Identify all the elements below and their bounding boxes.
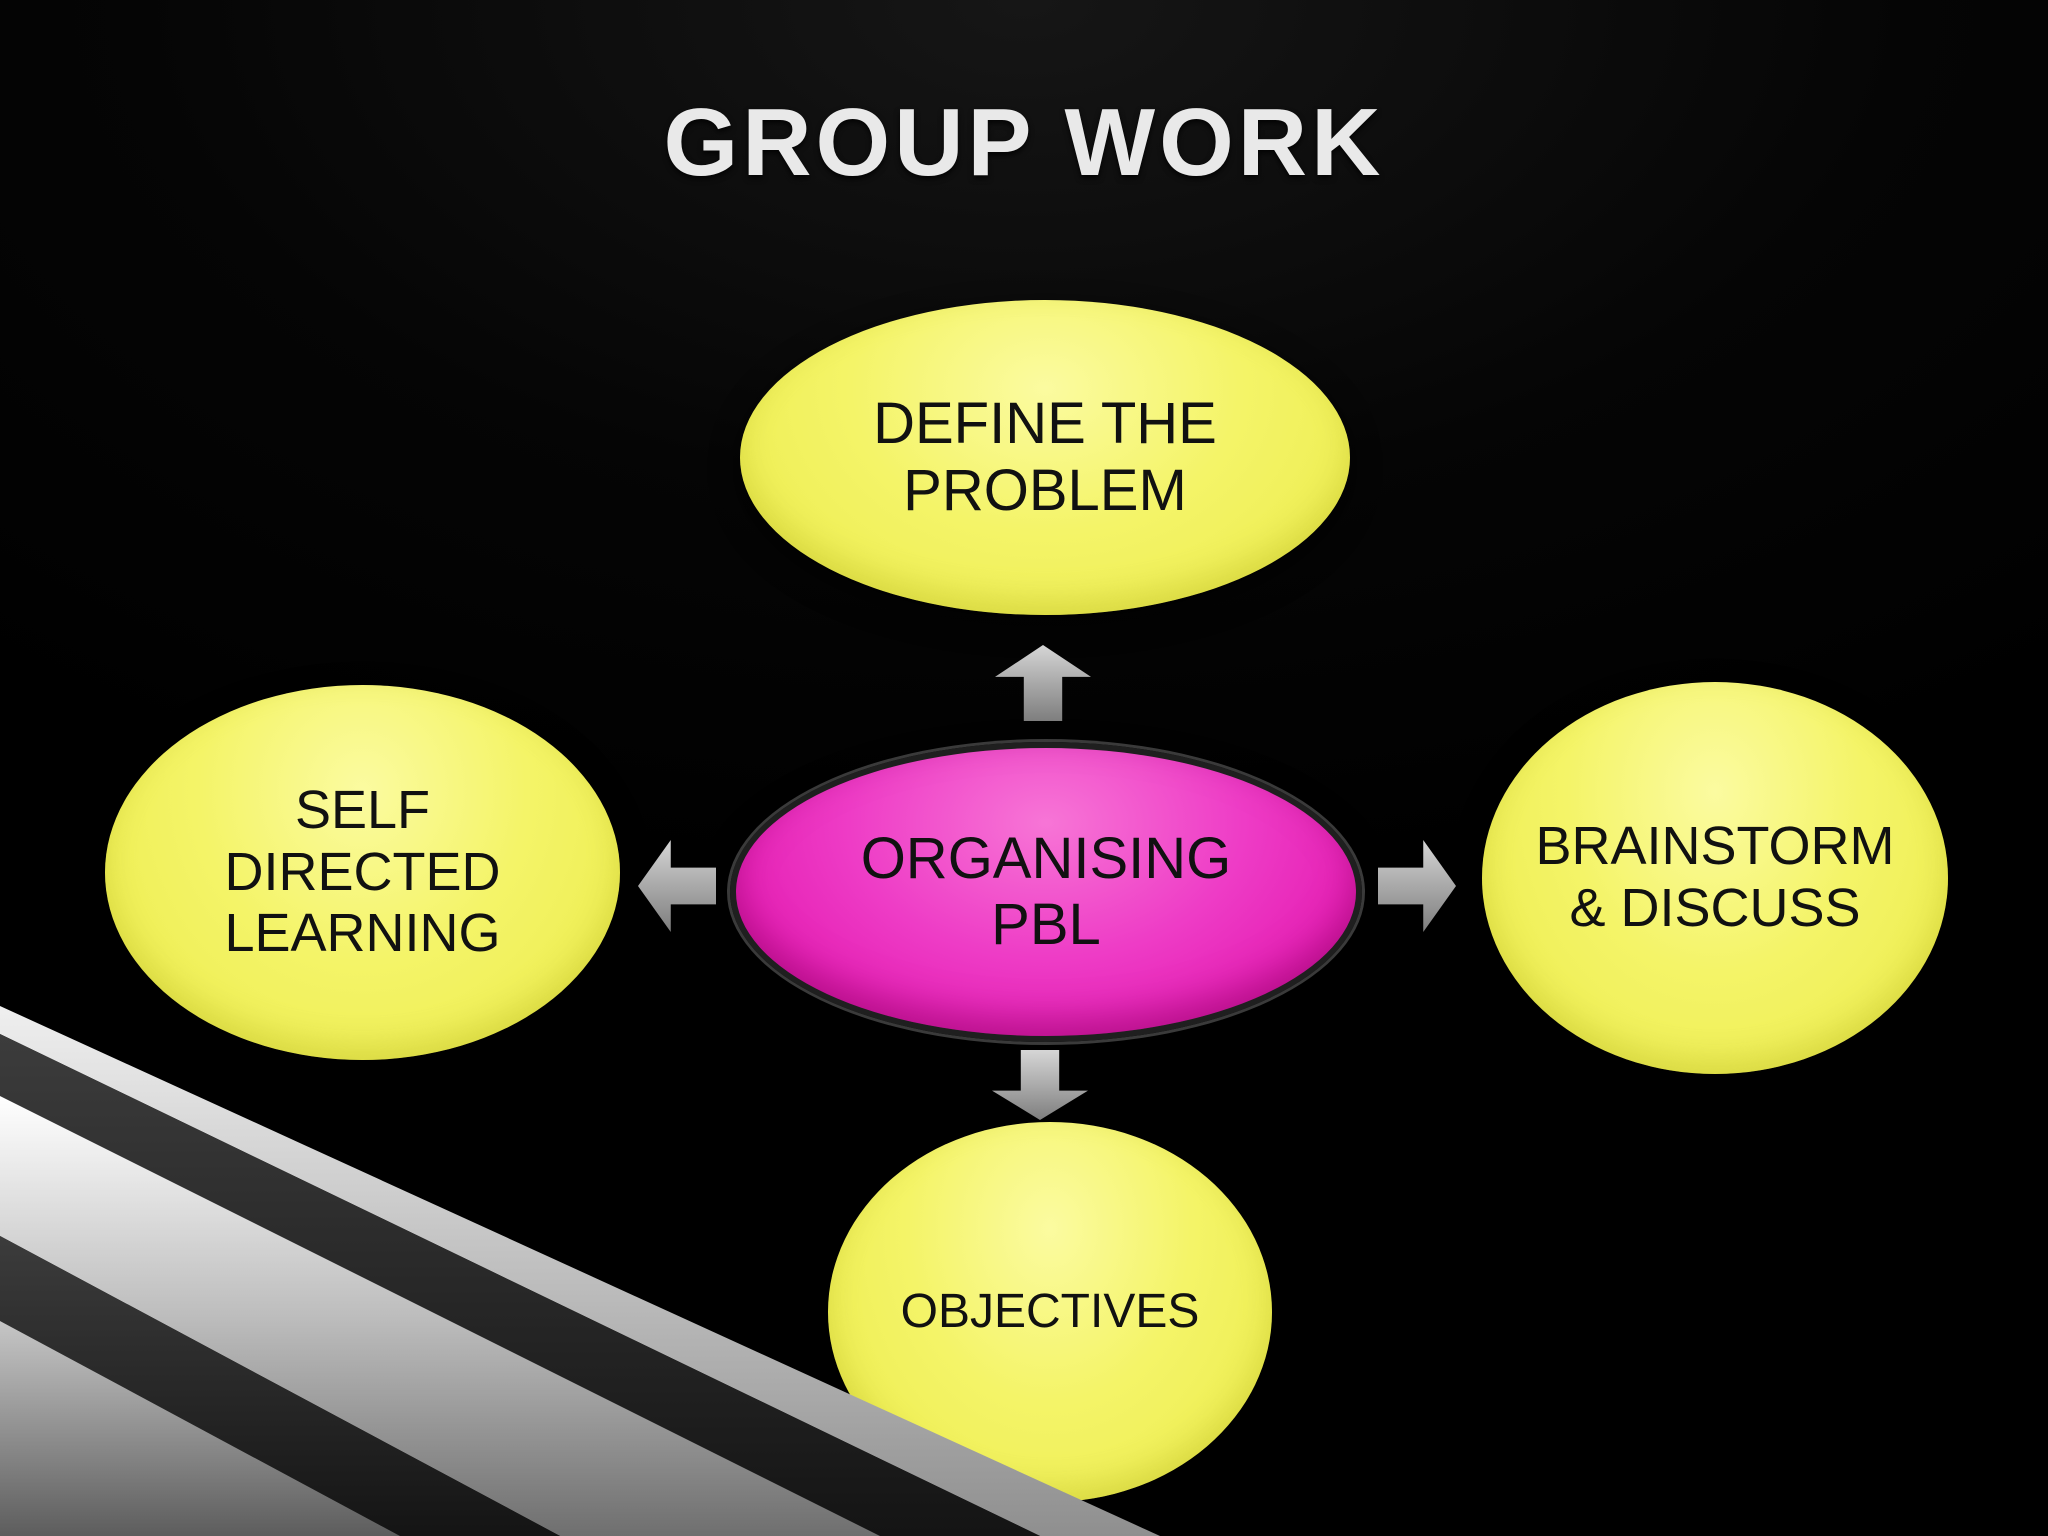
node-label-line: DIRECTED — [224, 841, 501, 902]
arrow-left-icon — [638, 840, 716, 932]
node-label-line: DEFINE THE — [873, 391, 1217, 457]
node-label-line: PBL — [991, 892, 1101, 957]
node-label-line: SELF — [294, 780, 431, 841]
node-brainstorm-discuss: BRAINSTORM & DISCUSS — [1482, 682, 1948, 1074]
node-organising-pbl: ORGANISING PBL — [730, 742, 1362, 1042]
slide-title: GROUP WORK — [663, 89, 1385, 196]
node-label-line: & DISCUSS — [1569, 878, 1861, 938]
node-label-line: OBJECTIVES — [900, 1284, 1200, 1338]
node-objectives: OBJECTIVES — [828, 1122, 1272, 1502]
node-label-line: PROBLEM — [903, 457, 1187, 523]
arrow-up-icon — [995, 645, 1091, 721]
arrow-right-icon — [1378, 840, 1456, 932]
node-label-line: BRAINSTORM — [1535, 816, 1895, 877]
node-self-directed-learning: SELF DIRECTED LEARNING — [105, 685, 620, 1060]
node-label-line: ORGANISING — [860, 825, 1232, 891]
node-label-line: LEARNING — [224, 903, 501, 964]
arrow-down-icon — [992, 1050, 1088, 1120]
node-define-the-problem: DEFINE THE PROBLEM — [740, 300, 1350, 615]
